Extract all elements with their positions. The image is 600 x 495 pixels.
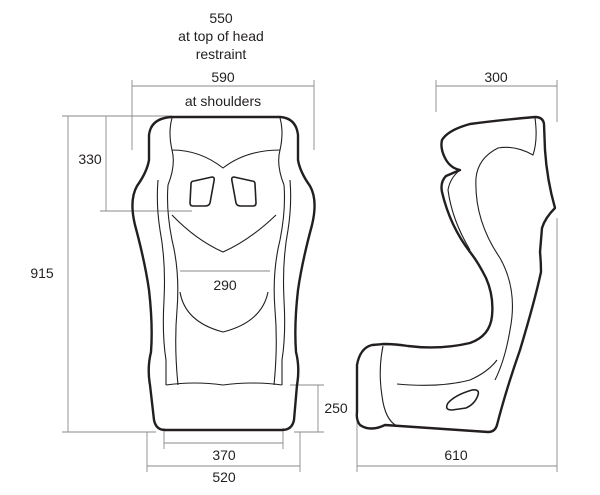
dimension-lines-front [62,80,324,472]
top-width-note-line1: at top of head [178,28,264,44]
seat-lumbar-panel [179,291,269,333]
seat-inner-right [273,184,286,386]
seat-side-inner-edge [447,169,471,251]
top-width-value: 550 [209,10,233,26]
total-height-value: 915 [30,265,54,281]
front-view-labels: 550 at top of head restraint 590 at shou… [30,10,348,485]
seat-side-cushion-line [379,345,398,427]
base-outer-width-value: 520 [212,469,236,485]
seat-front-view [131,115,316,432]
seat-left-bolster [156,179,167,385]
seat-front-outline [131,115,316,432]
seat-inner-left [166,184,179,386]
seat-headrest-panel [167,117,285,186]
seat-side-base-line [396,359,498,386]
seat-side-view [355,115,557,434]
seat-side-inner-back [475,117,537,381]
shoulder-width-value: 590 [211,69,235,85]
seat-inner-width-value: 290 [213,277,237,293]
seat-cushion-line [165,382,283,386]
head-height-value: 330 [78,151,102,167]
cushion-height-value: 250 [324,400,348,416]
seat-back-panel [171,214,277,253]
belt-slot-right [230,176,257,207]
seat-right-bolster [281,179,292,385]
side-base-depth-value: 610 [444,447,468,463]
shoulder-width-note: at shoulders [185,93,261,109]
seat-side-outline [355,115,557,434]
side-view-labels: 300 610 [444,69,508,463]
belt-slot-left [189,176,216,207]
side-belt-slot [445,389,480,411]
base-inner-width-value: 370 [212,447,236,463]
dimension-lines-side [356,80,558,472]
top-width-note-line2: restraint [196,46,247,62]
side-top-depth-value: 300 [484,69,508,85]
